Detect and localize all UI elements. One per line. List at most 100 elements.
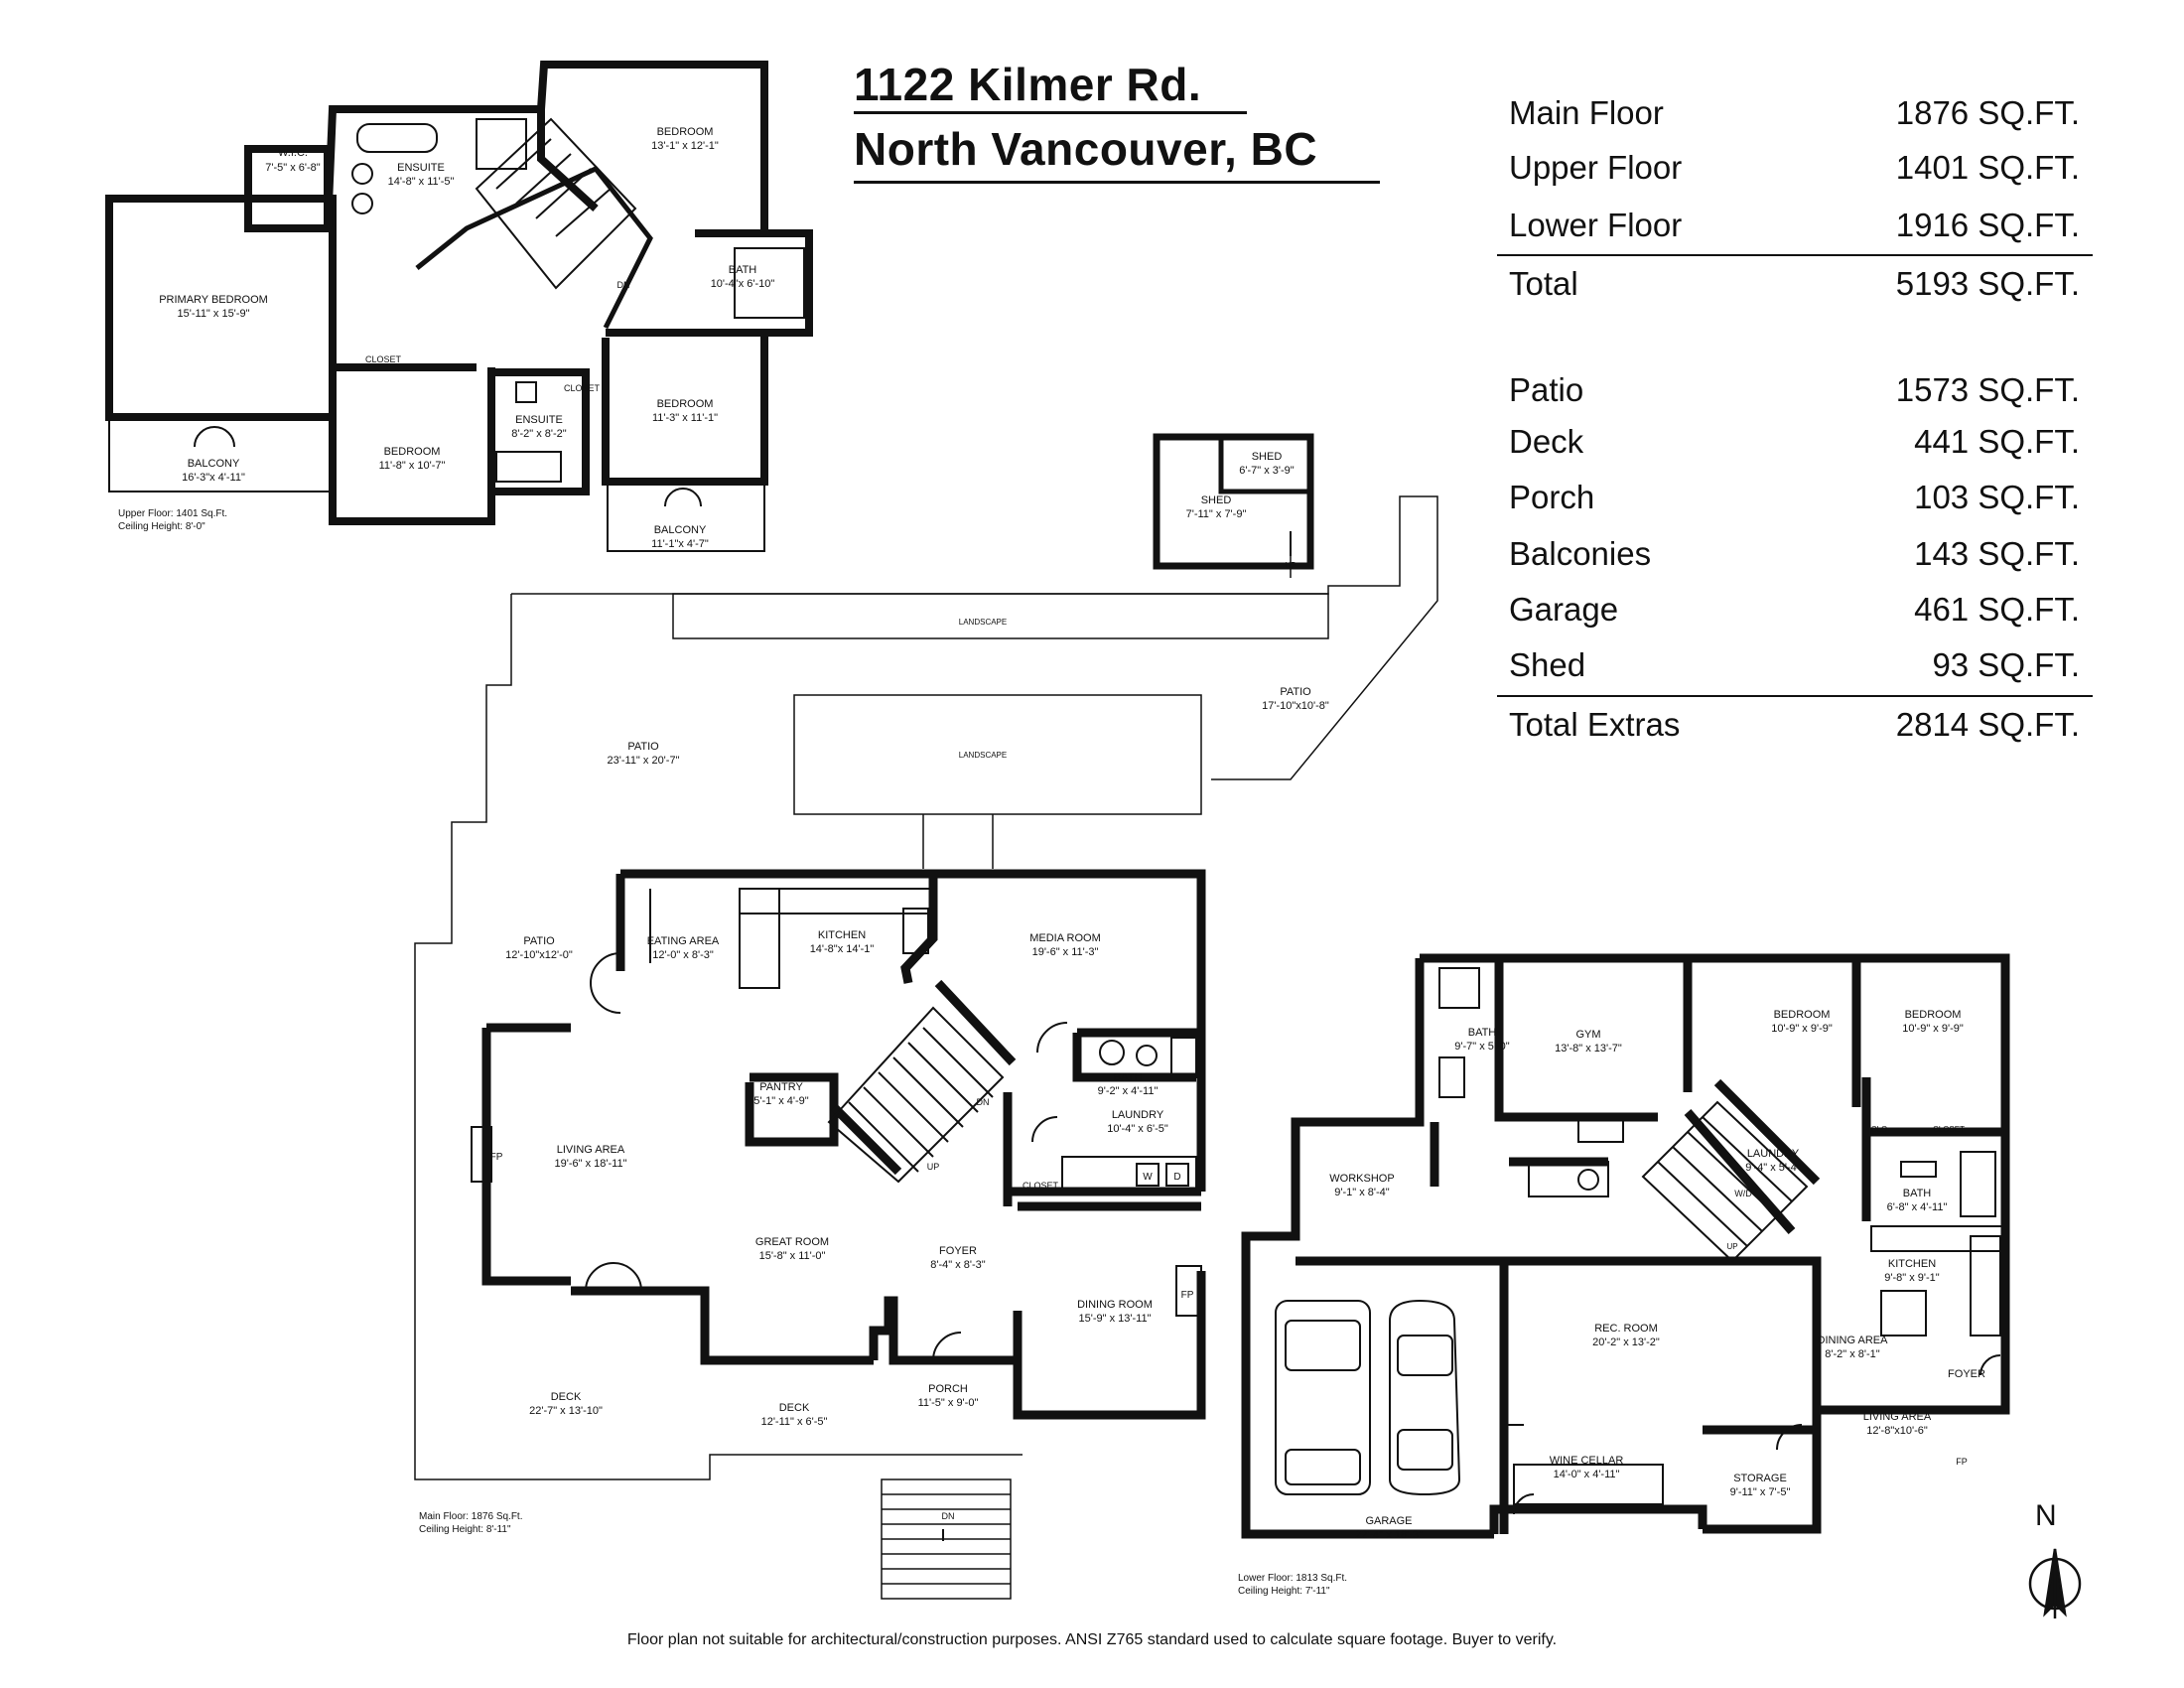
extra-label: Deck [1509, 423, 1584, 460]
room-dims: 11'-3" x 11'-1" [652, 412, 718, 424]
room-labels: W.I.C. 7'-5" x 6'-8" ENSUITE 14'-8" x 11… [118, 126, 1985, 1597]
wall-shed [1153, 433, 1314, 570]
room-name: BEDROOM [1905, 1009, 1962, 1021]
room-name: ENSUITE [515, 414, 563, 426]
room-dims: 23'-11" x 20'-7" [608, 755, 680, 767]
lower-floor-note: Lower Floor: 1813 Sq.Ft. [1238, 1573, 1347, 1584]
room-name: DINING ROOM [1077, 1299, 1153, 1311]
extra-value: 1573 SQ.FT. [1895, 371, 2080, 408]
total-value: 5193 SQ.FT. [1895, 265, 2080, 302]
extra-value: 93 SQ.FT. [1932, 646, 2080, 683]
room-dims: 9'-1" x 8'-4" [1334, 1187, 1390, 1198]
extra-label: Patio [1509, 371, 1584, 408]
room-name: REC. ROOM [1594, 1323, 1658, 1335]
wall-shed-inner [1218, 434, 1313, 494]
extra-value: 143 SQ.FT. [1914, 535, 2080, 572]
room-dims: 12'-10"x12'-0" [505, 949, 573, 961]
total-extras-value: 2814 SQ.FT. [1895, 706, 2080, 743]
room-name: KITCHEN [1888, 1258, 1936, 1270]
room-name: WORKSHOP [1329, 1173, 1394, 1185]
north-label: N [2035, 1499, 2057, 1532]
lower-floor-plan [1241, 953, 2010, 1539]
kitchen-island [1880, 1290, 1927, 1336]
balcony-west [108, 416, 334, 492]
address-line2: North Vancouver, BC [854, 123, 1318, 175]
room-name: DECK [779, 1402, 810, 1414]
extra-row-shed: Shed 93 SQ.FT. [1509, 648, 2080, 681]
room-dims: 10'-9" x 9'-9" [1771, 1023, 1833, 1035]
room-dims: 19'-6" x 18'-11" [555, 1158, 627, 1170]
room-dims: 11'-5" x 9'-0" [918, 1397, 979, 1409]
landscape-label: LANDSCAPE [959, 618, 1007, 627]
room-name: SHED [1252, 451, 1283, 463]
room-dims: 11'-8" x 10'-7" [379, 460, 446, 472]
room-name: STORAGE [1733, 1473, 1787, 1484]
area-row-main: Main Floor 1876 SQ.FT. [1509, 96, 2080, 129]
room-name: LIVING AREA [557, 1144, 625, 1156]
area-row-upper: Upper Floor 1401 SQ.FT. [1509, 151, 2080, 184]
wall-stair-sw [830, 1103, 902, 1176]
extra-row-garage: Garage 461 SQ.FT. [1509, 593, 2080, 626]
disclaimer: Floor plan not suitable for architectura… [626, 1631, 1558, 1648]
room-dims: 9'-11" x 7'-5" [1730, 1486, 1791, 1498]
room-name: BEDROOM [657, 398, 714, 410]
car-right [1389, 1299, 1461, 1496]
room-dims: 8'-2" x 8'-1" [1825, 1348, 1880, 1360]
room-dims: 15'-9" x 13'-11" [1079, 1313, 1152, 1325]
closet-label: CLOSET [1933, 1125, 1965, 1134]
total-label: Total [1509, 265, 1578, 302]
wall-foyer [869, 1296, 1018, 1365]
main-floor-note: Main Floor: 1876 Sq.Ft. [419, 1511, 523, 1522]
room-dims: 13'-1" x 12'-1" [651, 140, 719, 152]
extras-rule [1497, 695, 2093, 697]
room-name: BALCONY [654, 524, 707, 536]
room-dims: 12'-11" x 6'-5" [761, 1416, 828, 1428]
room-dims: 9'-4" x 5'-4" [1745, 1162, 1801, 1174]
lower-floor-details [1275, 967, 2006, 1515]
wine-cellar-rack [1513, 1464, 1664, 1505]
room-name: DINING AREA [1818, 1335, 1889, 1346]
room-name: BATH [729, 264, 757, 276]
wall-small-ensuite [491, 368, 590, 495]
closet-label: CLOSET [564, 383, 601, 393]
landscape-strip-1 [672, 593, 1329, 639]
room-dims: 9'-8" x 9'-1" [1884, 1272, 1940, 1284]
room-name: GREAT ROOM [755, 1236, 829, 1248]
laundry-counter [1061, 1156, 1197, 1193]
balcony-south [607, 481, 765, 552]
wall-pantry [745, 1072, 839, 1147]
room-dims: 22'-4" x 18'-3" [1355, 1529, 1423, 1541]
extra-label: Garage [1509, 591, 1619, 628]
clo-label: CLO [1871, 1125, 1887, 1134]
room-name: PANTRY [759, 1081, 803, 1093]
extra-row-total: Total Extras 2814 SQ.FT. [1509, 708, 2080, 741]
extra-label: Porch [1509, 479, 1595, 515]
room-dims: 17'-10"x10'-8" [1262, 700, 1329, 712]
wall-stair-ne [934, 979, 1017, 1066]
room-name: MEDIA ROOM [1029, 932, 1101, 944]
washer-label: W [1143, 1172, 1153, 1183]
room-name: FOYER [1948, 1368, 1985, 1380]
area-label: Main Floor [1509, 94, 1664, 131]
stair-dn-label: DN [617, 280, 630, 290]
room-name: BATH [1468, 1027, 1497, 1039]
room-dims: 7'-5" x 6'-8" [265, 162, 321, 174]
extra-label: Balconies [1509, 535, 1652, 572]
area-value: 1916 SQ.FT. [1895, 207, 2080, 243]
total-rule [1497, 254, 2093, 256]
room-name: EATING AREA [647, 935, 720, 947]
room-name: GARAGE [1365, 1515, 1412, 1527]
upper-floor-note: Ceiling Height: 8'-0" [118, 521, 205, 532]
room-name: PATIO [627, 741, 659, 753]
fireplace-label: FP [1956, 1457, 1968, 1467]
room-dims: 12'-8"x10'-6" [1866, 1425, 1928, 1437]
room-dims: 11'-1"x 4'-7" [651, 538, 709, 550]
room-name: BALCONY [188, 458, 240, 470]
patio-outline-east [511, 495, 1438, 780]
room-name: SHED [1201, 494, 1232, 506]
wall-bedroom-se [602, 329, 768, 486]
main-floor-note: Ceiling Height: 8'-11" [419, 1524, 511, 1535]
extra-row-balconies: Balconies 143 SQ.FT. [1509, 537, 2080, 570]
wall-stair-upper [537, 109, 599, 211]
